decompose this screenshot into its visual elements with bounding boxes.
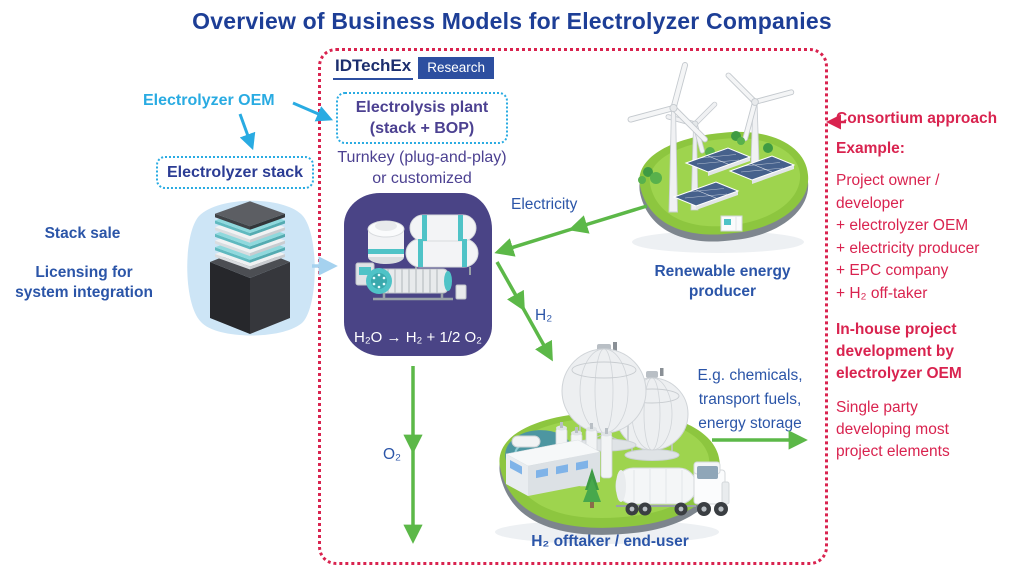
consortium-member: + electricity producer — [836, 239, 980, 257]
tanker-truck-icon — [615, 461, 730, 516]
wind-turbine-icon — [725, 72, 795, 164]
h2-label: H₂ — [535, 307, 553, 324]
offtaker-uses-label: E.g. chemicals, transport fuels, energy … — [697, 367, 803, 432]
tree-icon — [583, 468, 601, 508]
consortium-members: Project owner / developer + electrolyzer… — [836, 170, 1024, 305]
electrolysis-plant-box: Electrolysis plant (stack + BOP) — [336, 92, 508, 144]
oem-to-stack-arrow — [238, 113, 256, 151]
inhouse-title: In-house project development by electrol… — [836, 321, 962, 382]
container-icon — [720, 215, 743, 232]
consortium-member: + H₂ off-taker — [836, 284, 928, 302]
h2-offtaker-illustration — [495, 342, 730, 544]
electrolysis-plant-illustration — [355, 214, 479, 301]
logo-badge: Research — [418, 57, 494, 79]
renewable-energy-illustration — [627, 62, 809, 253]
business-models-panel: Consortium approach Example: Project own… — [836, 110, 1024, 463]
example-heading: Example: — [836, 140, 905, 157]
o2-label: O₂ — [383, 446, 402, 463]
licensing-label: Licensing for system integration — [15, 264, 153, 301]
page-title: Overview of Business Models for Electrol… — [192, 8, 832, 34]
idtechex-logo: IDTechEx Research — [328, 54, 499, 82]
offtaker-label: H₂ offtaker / end-user — [531, 533, 689, 550]
consortium-member: Project owner / developer — [836, 172, 940, 212]
electricity-label: Electricity — [511, 196, 578, 213]
consortium-member: + EPC company — [836, 262, 949, 279]
consortium-member: + electrolyzer OEM — [836, 217, 969, 234]
electrolysis-plant-panel: H₂O → H₂ + 1/2 O₂ — [344, 193, 492, 356]
renewable-producer-label: Renewable energy producer — [654, 263, 791, 300]
electrolyzer-stack-illustration — [187, 200, 315, 336]
electrolysis-formula: H₂O → H₂ + 1/2 O₂ — [354, 329, 482, 346]
diagram-frame — [318, 48, 828, 565]
wind-turbine-icon — [627, 62, 708, 213]
logo-brand: IDTechEx — [333, 56, 414, 80]
inhouse-description: Single party developing most project ele… — [836, 399, 950, 460]
electrolyzer-oem-label: Electrolyzer OEM — [143, 92, 275, 109]
consortium-title: Consortium approach — [836, 110, 998, 127]
stack-sale-label: Stack sale — [44, 225, 121, 242]
solar-panel-icon — [672, 147, 796, 210]
factory-building-icon — [505, 439, 601, 496]
electrolyzer-stack-box: Electrolyzer stack — [156, 156, 314, 189]
turnkey-label: Turnkey (plug-and-play) or customized — [337, 149, 507, 187]
